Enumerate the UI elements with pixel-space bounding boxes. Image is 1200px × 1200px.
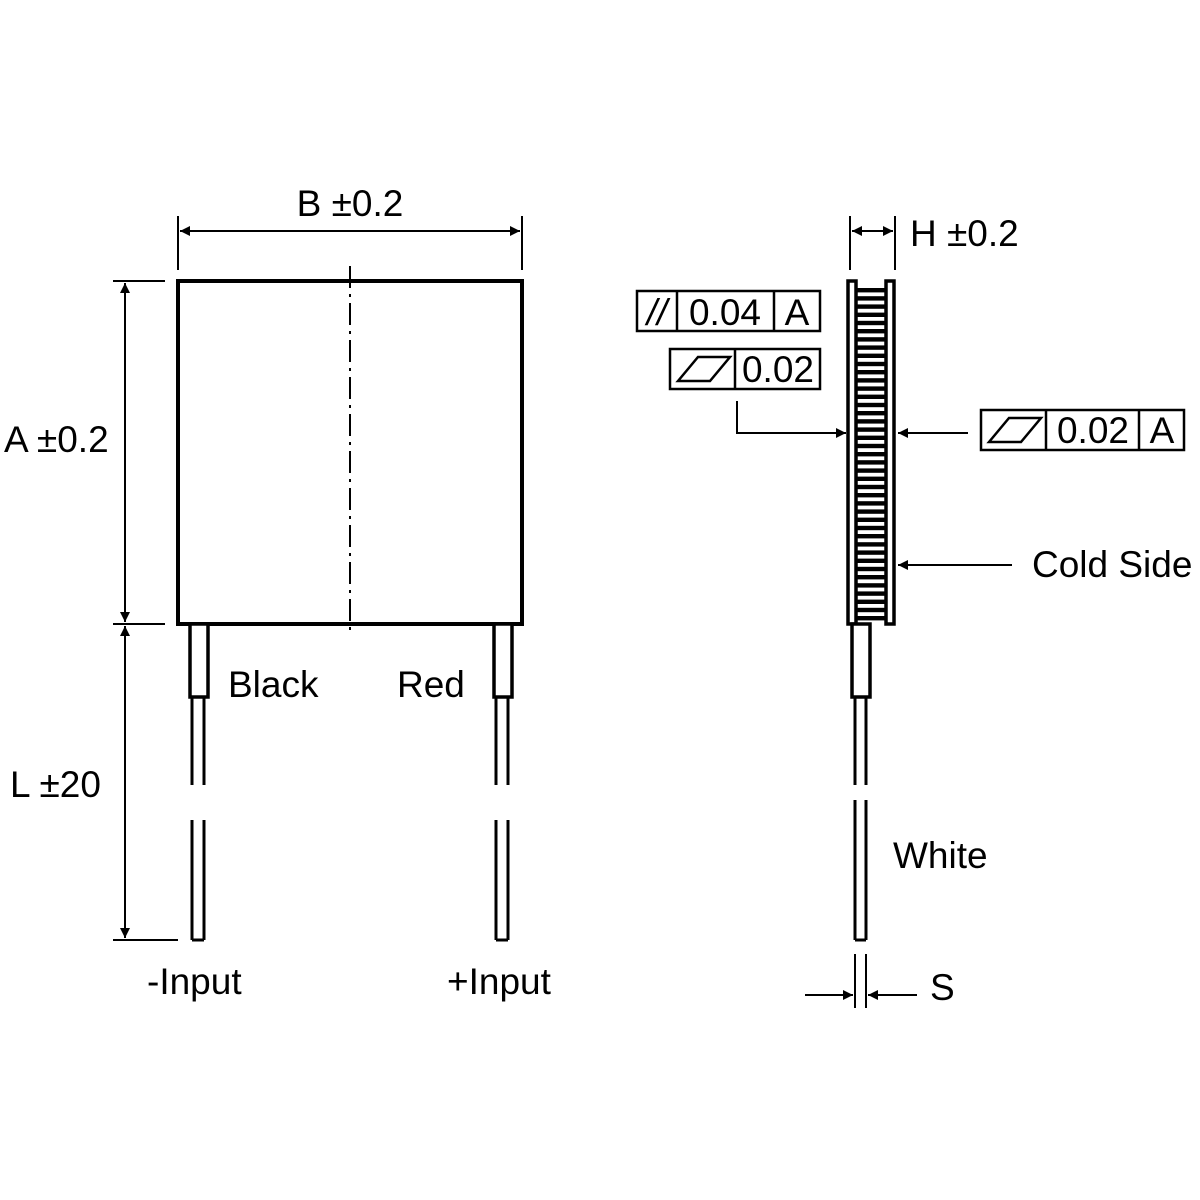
lead-wire-black: [188, 622, 210, 942]
parallelism-datum: A: [785, 292, 810, 333]
thermoelectric-element: [857, 386, 885, 391]
leader-hot-side: [736, 401, 846, 438]
wire-color-label-white: White: [893, 835, 988, 876]
thermoelectric-element: [857, 312, 885, 317]
thermoelectric-element: [857, 370, 885, 375]
dimension-label-height: A ±0.2: [4, 419, 109, 460]
thermoelectric-element: [857, 599, 885, 604]
thermoelectric-element: [857, 558, 885, 563]
thermoelectric-element: [857, 288, 885, 293]
thermoelectric-element: [857, 468, 885, 473]
side-view: H ±0.2 // 0.04 A 0.02 0.02 A: [635, 213, 1192, 1008]
thermoelectric-element: [857, 591, 885, 596]
thermoelectric-element: [857, 304, 885, 309]
thermoelectric-element: [857, 607, 885, 613]
dimension-label-lead-length: L ±20: [10, 764, 101, 805]
flatness-hot-value: 0.02: [742, 349, 814, 390]
parallelism-value: 0.04: [689, 292, 761, 333]
thermoelectric-element: [857, 345, 885, 350]
thermoelectric-element: [857, 320, 885, 326]
flatness-icon: [675, 355, 733, 383]
dimension-label-width: B ±0.2: [297, 183, 404, 224]
lead-wire-red: [492, 622, 514, 942]
thermoelectric-element: [857, 616, 885, 621]
thermoelectric-element: [857, 378, 885, 383]
wire-color-label-black: Black: [228, 664, 319, 705]
thermoelectric-element: [857, 575, 885, 580]
thermoelectric-element: [857, 476, 885, 481]
thermoelectric-element: [857, 419, 885, 424]
thermoelectric-element: [857, 550, 885, 555]
hot-side-plate: [846, 279, 858, 626]
flatness-cold-datum: A: [1150, 410, 1175, 451]
thermoelectric-element: [857, 427, 885, 432]
thermoelectric-element: [857, 542, 885, 547]
flatness-cold-value: 0.02: [1057, 410, 1129, 451]
front-view: B ±0.2 A ±0.2 L ±20 Black Red: [4, 183, 552, 1002]
thermoelectric-element: [857, 435, 885, 440]
tolerance-frame-parallelism: // 0.04 A: [635, 289, 822, 333]
thermoelectric-elements: [857, 288, 885, 621]
tolerance-frame-flatness-cold: 0.02 A: [979, 408, 1186, 452]
terminal-label-positive: +Input: [447, 961, 552, 1002]
cold-side-plate: [884, 279, 896, 626]
tolerance-frame-flatness-hot: 0.02: [668, 347, 822, 391]
thermoelectric-element: [857, 411, 885, 416]
parallelism-symbol: //: [644, 292, 671, 333]
thermoelectric-element: [857, 509, 885, 514]
thermoelectric-element: [857, 443, 885, 449]
lead-wire-white: [850, 622, 872, 942]
flatness-icon: [986, 416, 1044, 444]
thermoelectric-element: [857, 460, 885, 465]
thermoelectric-element: [857, 566, 885, 572]
thermoelectric-element: [857, 583, 885, 588]
thermoelectric-element: [857, 484, 885, 490]
thermoelectric-element: [857, 329, 885, 334]
dimension-label-thickness: H ±0.2: [910, 213, 1019, 254]
thermoelectric-element: [857, 296, 885, 301]
thermoelectric-element: [857, 394, 885, 399]
thermoelectric-element: [857, 501, 885, 506]
thermoelectric-element: [857, 353, 885, 358]
wire-color-label-red: Red: [397, 664, 465, 705]
cold-side-label: Cold Side: [1032, 544, 1192, 585]
thermoelectric-element: [857, 361, 885, 367]
terminal-label-negative: -Input: [147, 961, 242, 1002]
thermoelectric-element: [857, 493, 885, 498]
thermoelectric-element: [857, 525, 885, 531]
thermoelectric-element: [857, 402, 885, 408]
thermoelectric-element: [857, 452, 885, 457]
thermoelectric-element: [857, 337, 885, 342]
thermoelectric-element: [857, 534, 885, 539]
thermoelectric-element: [857, 517, 885, 522]
dimension-label-wire: S: [930, 967, 955, 1008]
